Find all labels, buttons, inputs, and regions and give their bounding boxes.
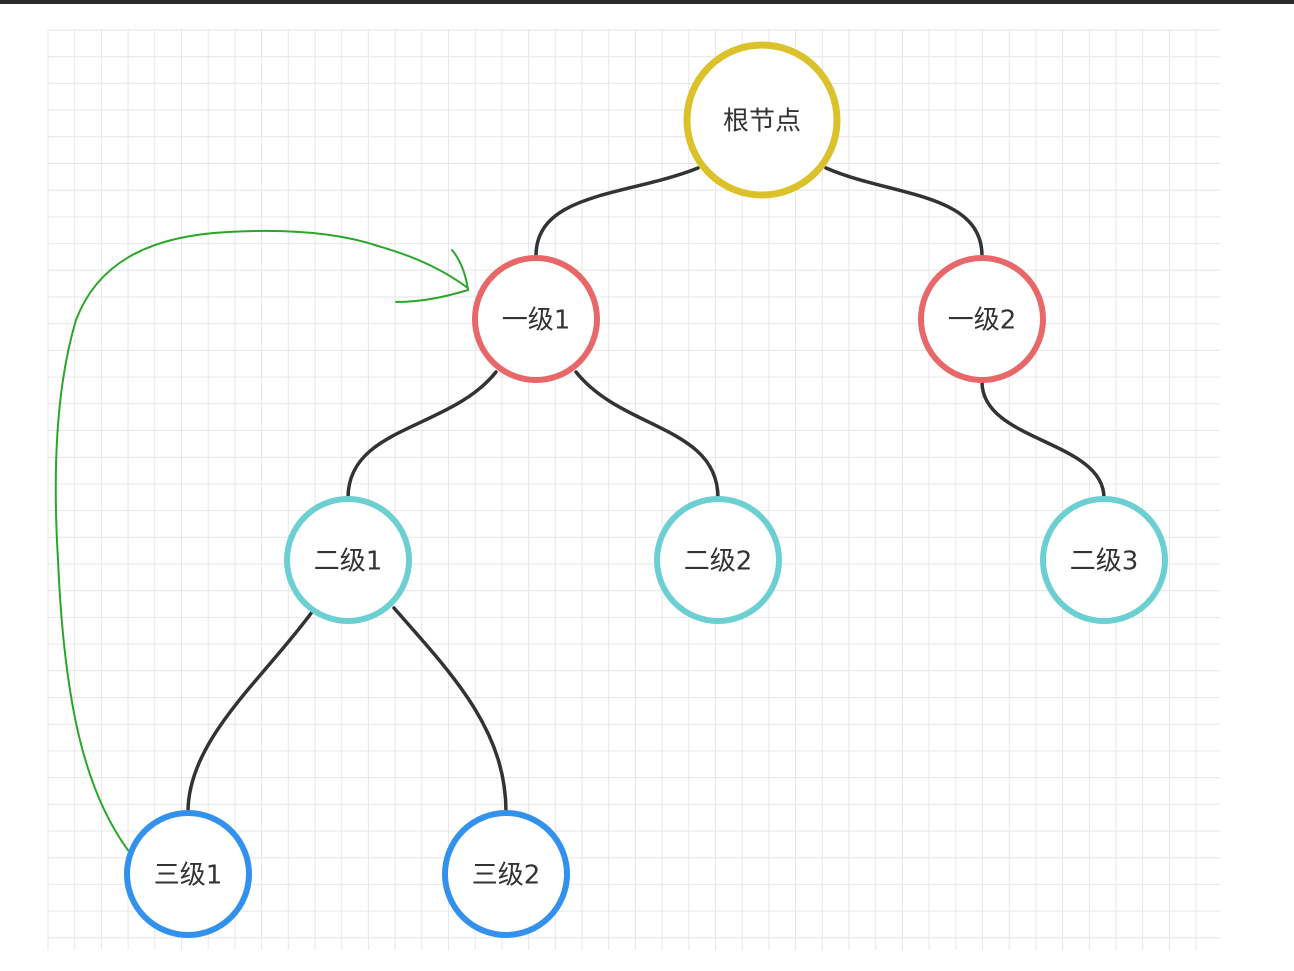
edge-l1a-l2a — [346, 370, 498, 500]
node-l3a-circle — [124, 810, 252, 938]
node-l2a-label: 二级1 — [314, 547, 383, 577]
window-top-bar — [0, 0, 1294, 4]
node-l3b[interactable]: 三级2 — [442, 810, 570, 938]
node-l1a-label: 一级1 — [502, 306, 571, 336]
tree-nodes: 根节点 一级1 一级2 二级1 二级2 二级3 三级1 三级2 — [124, 41, 1168, 938]
tree-edges — [186, 166, 1106, 814]
handdrawn-arrow-line — [54, 229, 469, 859]
edge-l2a-l3a — [186, 610, 314, 814]
node-l2a[interactable]: 二级1 — [284, 496, 412, 624]
edge-root-l1b — [824, 166, 984, 258]
node-l1b-label: 一级2 — [948, 306, 1017, 336]
node-l3b-label: 三级2 — [472, 861, 541, 891]
node-l1b-circle — [918, 255, 1046, 383]
grid-background — [47, 29, 1220, 950]
edge-l1a-l2b — [574, 370, 720, 500]
handdrawn-arrow-head-upper — [451, 249, 469, 291]
edge-l2a-l3b — [392, 606, 508, 814]
edge-root-l1a — [534, 166, 700, 258]
node-l2c-label: 二级3 — [1070, 547, 1139, 577]
node-l2a-circle — [284, 496, 412, 624]
node-root-label: 根节点 — [723, 107, 801, 137]
node-l1a-circle — [472, 255, 600, 383]
node-l2b-circle — [654, 496, 782, 624]
node-root[interactable]: 根节点 — [683, 41, 841, 199]
node-l3a-label: 三级1 — [154, 861, 223, 891]
handdrawn-arrow — [54, 229, 469, 859]
node-l2b[interactable]: 二级2 — [654, 496, 782, 624]
node-l1b[interactable]: 一级2 — [918, 255, 1046, 383]
node-l2c[interactable]: 二级3 — [1040, 496, 1168, 624]
node-l2b-label: 二级2 — [684, 547, 753, 577]
node-root-circle — [683, 41, 841, 199]
node-l3b-circle — [442, 810, 570, 938]
node-l3a[interactable]: 三级1 — [124, 810, 252, 938]
node-l2c-circle — [1040, 496, 1168, 624]
node-l1a[interactable]: 一级1 — [472, 255, 600, 383]
handdrawn-arrow-head-lower — [395, 289, 469, 303]
edge-l1b-l2c — [980, 380, 1106, 500]
